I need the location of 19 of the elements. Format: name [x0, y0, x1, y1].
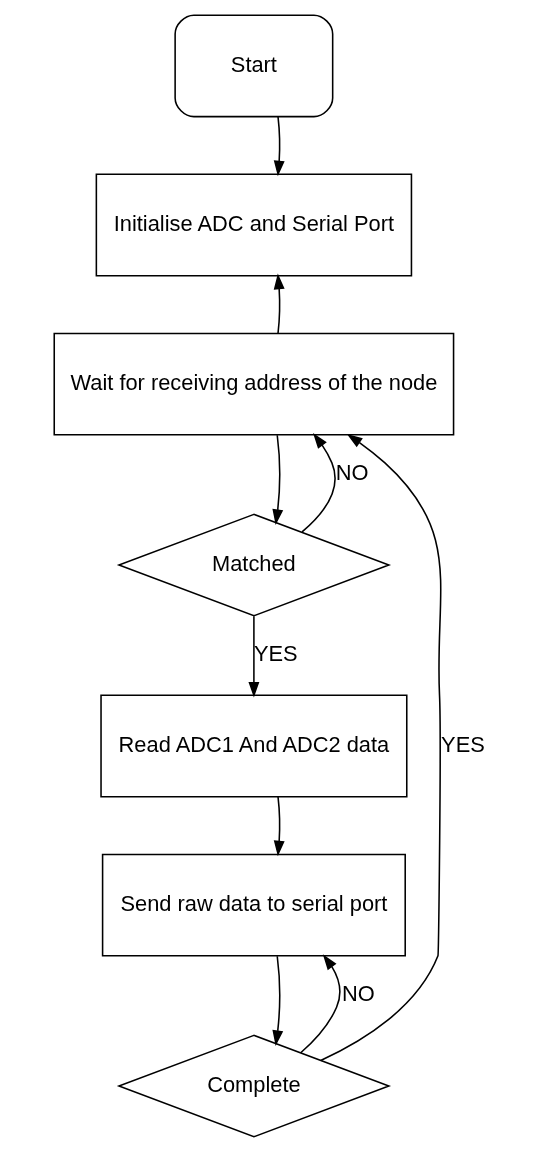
node-box: Initialise ADC and Serial Port	[95, 173, 413, 277]
arrow	[273, 273, 285, 334]
arrow	[272, 434, 284, 525]
arrow	[273, 116, 285, 177]
arrow	[299, 954, 341, 1054]
arrow	[320, 433, 442, 1062]
edge-label: YES	[441, 731, 485, 757]
node-box: Start	[174, 14, 334, 118]
node-box: Send raw data to serial port	[101, 853, 406, 957]
arrow	[273, 796, 285, 857]
node-diamond: Complete	[116, 1034, 392, 1138]
edge-label: NO	[342, 981, 375, 1007]
node-box: Read ADC1 And ADC2 data	[100, 694, 408, 798]
arrow	[301, 433, 336, 533]
node-diamond: Matched	[116, 513, 392, 617]
edge-label: NO	[335, 460, 369, 486]
arrow	[248, 615, 260, 698]
node-box: Wait for receiving address of the node	[53, 332, 455, 436]
arrow	[272, 955, 284, 1046]
